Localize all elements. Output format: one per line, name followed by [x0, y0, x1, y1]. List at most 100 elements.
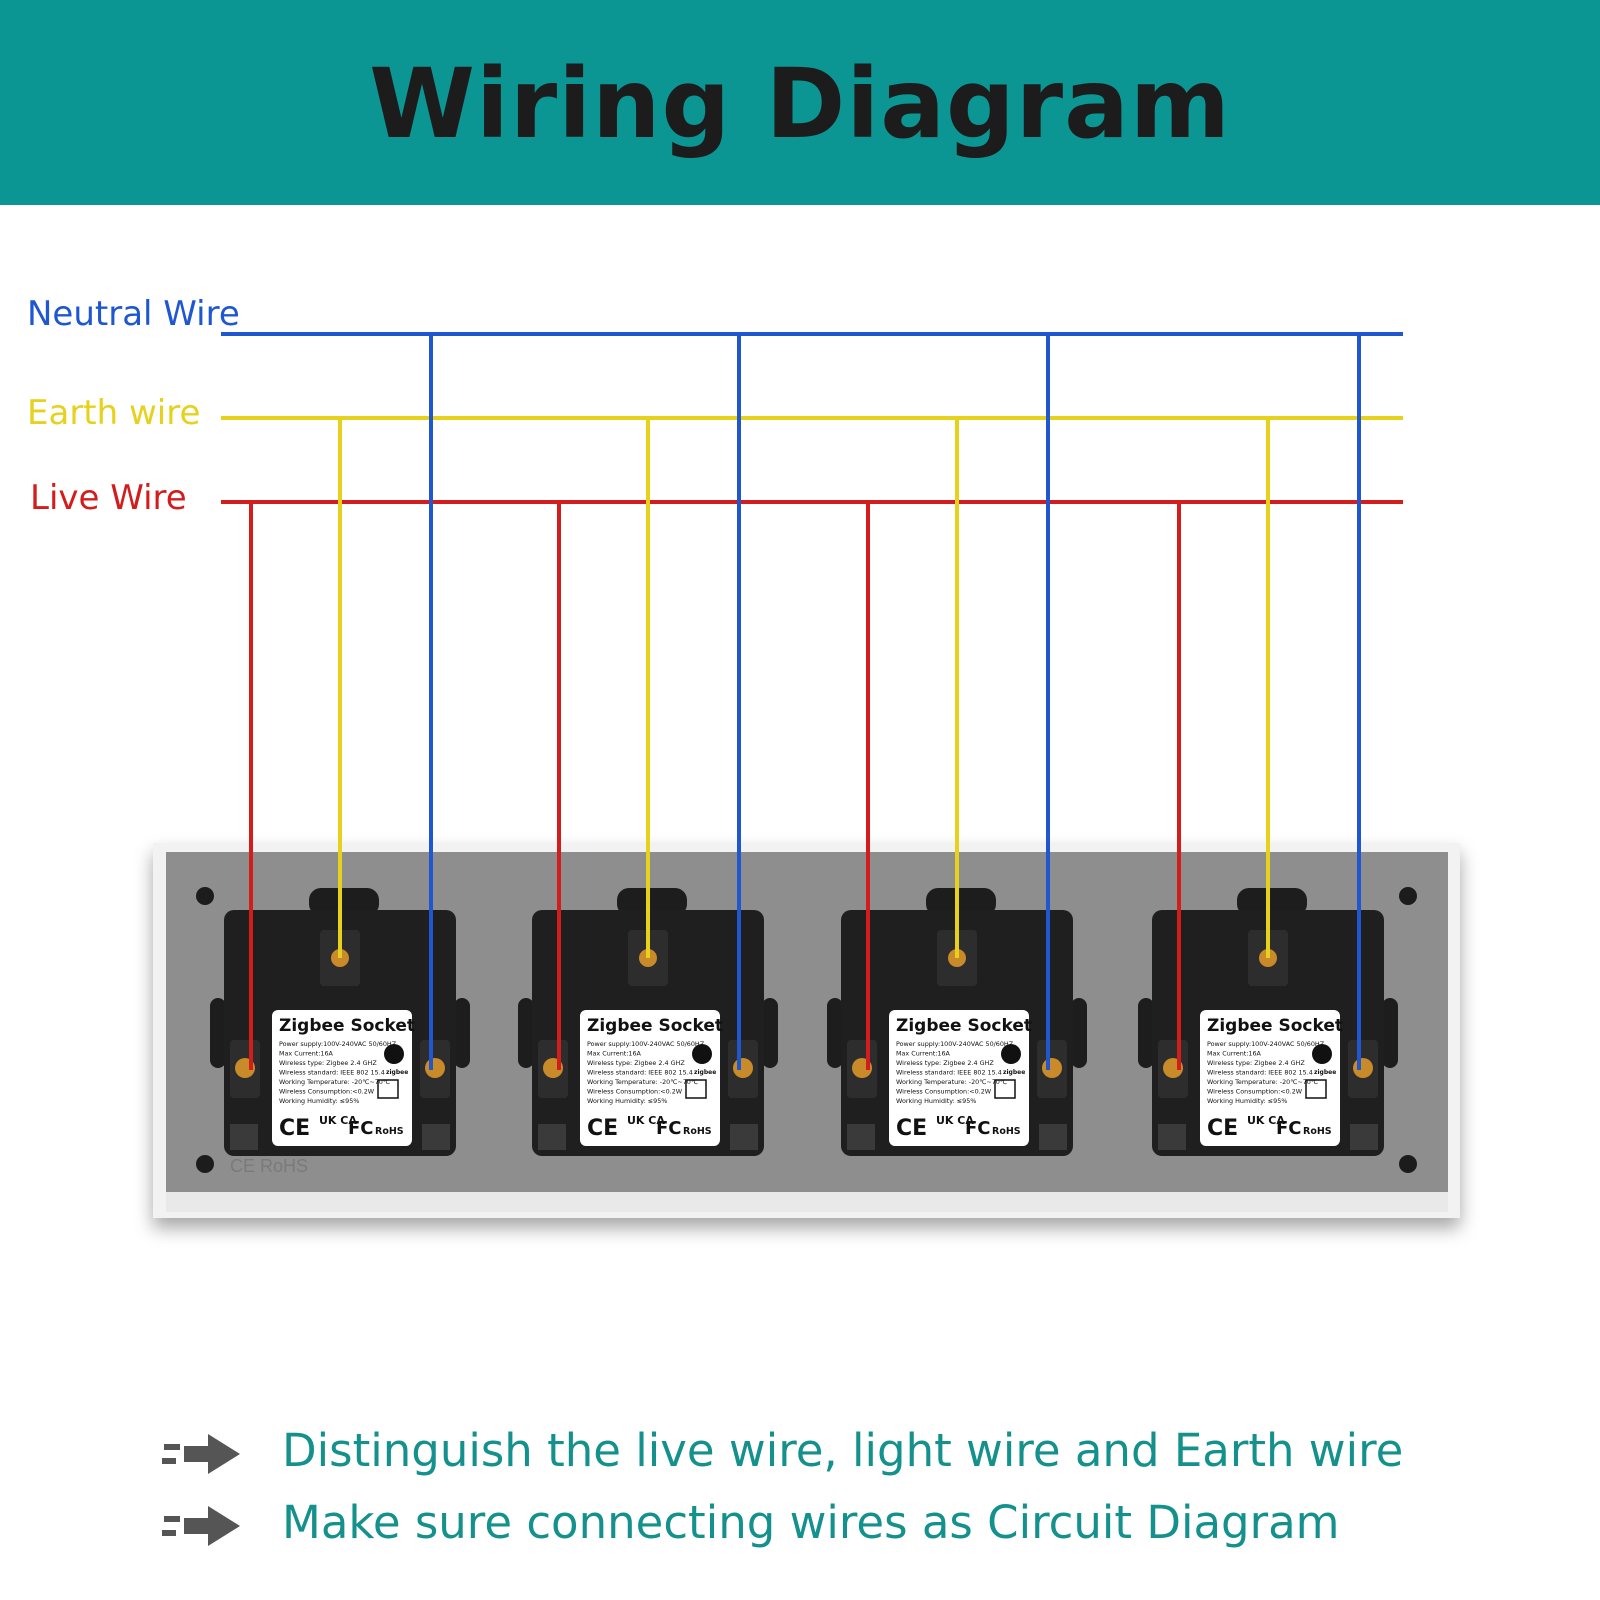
bottom-notch: [1350, 1124, 1378, 1150]
bottom-notch: [1039, 1124, 1067, 1150]
socket-title: Zigbee Socket: [896, 1016, 1032, 1036]
header-banner: Wiring Diagram: [0, 0, 1600, 205]
bottom-notch: [730, 1124, 758, 1150]
spec-line: Wireless Consumption:<0.2W: [587, 1088, 683, 1096]
fcc-mark: FC: [348, 1118, 374, 1139]
spec-line: Working Humidity: ≤95%: [1207, 1097, 1287, 1105]
fcc-mark: FC: [1276, 1118, 1302, 1139]
earth-wire-label: Earth wire: [27, 393, 201, 433]
zigbee-icon: [384, 1044, 404, 1064]
spec-line: Wireless standard: IEEE 802 15.4: [587, 1069, 693, 1077]
mounting-hole: [1399, 1155, 1417, 1173]
note-1: Distinguish the live wire, light wire an…: [282, 1424, 1404, 1477]
spec-line: Wireless Consumption:<0.2W: [896, 1088, 992, 1096]
spec-label: [1200, 1010, 1340, 1146]
ukca-mark: UK CA: [936, 1114, 974, 1127]
mounting-hole: [196, 887, 214, 905]
weee-icon: [994, 1079, 1016, 1099]
spec-line: Working Temperature: -20℃~70℃: [279, 1078, 390, 1086]
spec-line: Wireless type: Zigbee 2.4 GHZ: [587, 1059, 685, 1067]
side-clamp: [827, 998, 843, 1068]
side-clamp: [210, 998, 226, 1068]
weee-icon: [377, 1079, 399, 1099]
plate-edge: [166, 1192, 1448, 1212]
spec-label: [889, 1010, 1029, 1146]
socket-title: Zigbee Socket: [1207, 1016, 1343, 1036]
zigbee-icon: [1312, 1044, 1332, 1064]
zigbee-text: zigbee: [386, 1069, 408, 1076]
top-tab: [617, 888, 687, 916]
spec-line: Power supply:100V-240VAC 50/60HZ: [587, 1040, 705, 1048]
rohs-mark: RoHS: [1303, 1126, 1332, 1137]
socket-title: Zigbee Socket: [587, 1016, 723, 1036]
ce-mark: CE: [279, 1116, 310, 1141]
spec-line: Working Humidity: ≤95%: [587, 1097, 667, 1105]
spec-line: Wireless type: Zigbee 2.4 GHZ: [279, 1059, 377, 1067]
spec-line: Wireless type: Zigbee 2.4 GHZ: [1207, 1059, 1305, 1067]
mounting-hole: [196, 1155, 214, 1173]
spec-line: Power supply:100V-240VAC 50/60HZ: [279, 1040, 397, 1048]
spec-line: Max Current:16A: [279, 1050, 334, 1058]
spec-line: Wireless Consumption:<0.2W: [279, 1088, 375, 1096]
spec-line: Working Humidity: ≤95%: [279, 1097, 359, 1105]
bottom-notch: [230, 1124, 258, 1150]
spec-label: [272, 1010, 412, 1146]
spec-line: Working Temperature: -20℃~70℃: [1207, 1078, 1318, 1086]
spec-line: Working Humidity: ≤95%: [896, 1097, 976, 1105]
bottom-notch: [538, 1124, 566, 1150]
ce-mark: CE: [587, 1116, 618, 1141]
terminal-screw: [425, 1058, 445, 1078]
zigbee-icon: [692, 1044, 712, 1064]
ukca-mark: UK CA: [627, 1114, 665, 1127]
side-clamp: [454, 998, 470, 1068]
bottom-notch: [422, 1124, 450, 1150]
spec-label: [580, 1010, 720, 1146]
spec-line: Power supply:100V-240VAC 50/60HZ: [1207, 1040, 1325, 1048]
note-2: Make sure connecting wires as Circuit Di…: [282, 1496, 1340, 1549]
side-clamp: [1382, 998, 1398, 1068]
bottom-notch: [1158, 1124, 1186, 1150]
spec-line: Wireless type: Zigbee 2.4 GHZ: [896, 1059, 994, 1067]
bottom-notch: [847, 1124, 875, 1150]
live-wire-label: Live Wire: [30, 478, 187, 518]
spec-line: Working Temperature: -20℃~70℃: [587, 1078, 698, 1086]
plate-marks: CE RoHS: [230, 1156, 308, 1176]
socket-title: Zigbee Socket: [279, 1016, 415, 1036]
spec-line: Max Current:16A: [896, 1050, 951, 1058]
terminal-screw: [1042, 1058, 1062, 1078]
top-tab: [926, 888, 996, 916]
zigbee-icon: [1001, 1044, 1021, 1064]
mounting-hole: [1399, 887, 1417, 905]
spec-line: Wireless standard: IEEE 802 15.4: [896, 1069, 1002, 1077]
arrow-icon: [162, 1506, 240, 1546]
ce-mark: CE: [896, 1116, 927, 1141]
side-clamp: [518, 998, 534, 1068]
side-clamp: [1138, 998, 1154, 1068]
terminal-screw: [733, 1058, 753, 1078]
zigbee-text: zigbee: [694, 1069, 716, 1076]
spec-line: Working Temperature: -20℃~70℃: [896, 1078, 1007, 1086]
arrow-icon: [162, 1434, 240, 1474]
top-tab: [1237, 888, 1307, 916]
spec-line: Max Current:16A: [1207, 1050, 1262, 1058]
weee-icon: [1305, 1079, 1327, 1099]
weee-icon: [685, 1079, 707, 1099]
rohs-mark: RoHS: [992, 1126, 1021, 1137]
rohs-mark: RoHS: [683, 1126, 712, 1137]
side-clamp: [762, 998, 778, 1068]
side-clamp: [1071, 998, 1087, 1068]
ukca-mark: UK CA: [319, 1114, 357, 1127]
spec-line: Max Current:16A: [587, 1050, 642, 1058]
zigbee-text: zigbee: [1003, 1069, 1025, 1076]
fcc-mark: FC: [656, 1118, 682, 1139]
top-tab: [309, 888, 379, 916]
spec-line: Wireless Consumption:<0.2W: [1207, 1088, 1303, 1096]
spec-line: Wireless standard: IEEE 802 15.4: [1207, 1069, 1313, 1077]
neutral-wire-label: Neutral Wire: [27, 294, 240, 334]
page-title: Wiring Diagram: [369, 48, 1231, 160]
rohs-mark: RoHS: [375, 1126, 404, 1137]
ukca-mark: UK CA: [1247, 1114, 1285, 1127]
